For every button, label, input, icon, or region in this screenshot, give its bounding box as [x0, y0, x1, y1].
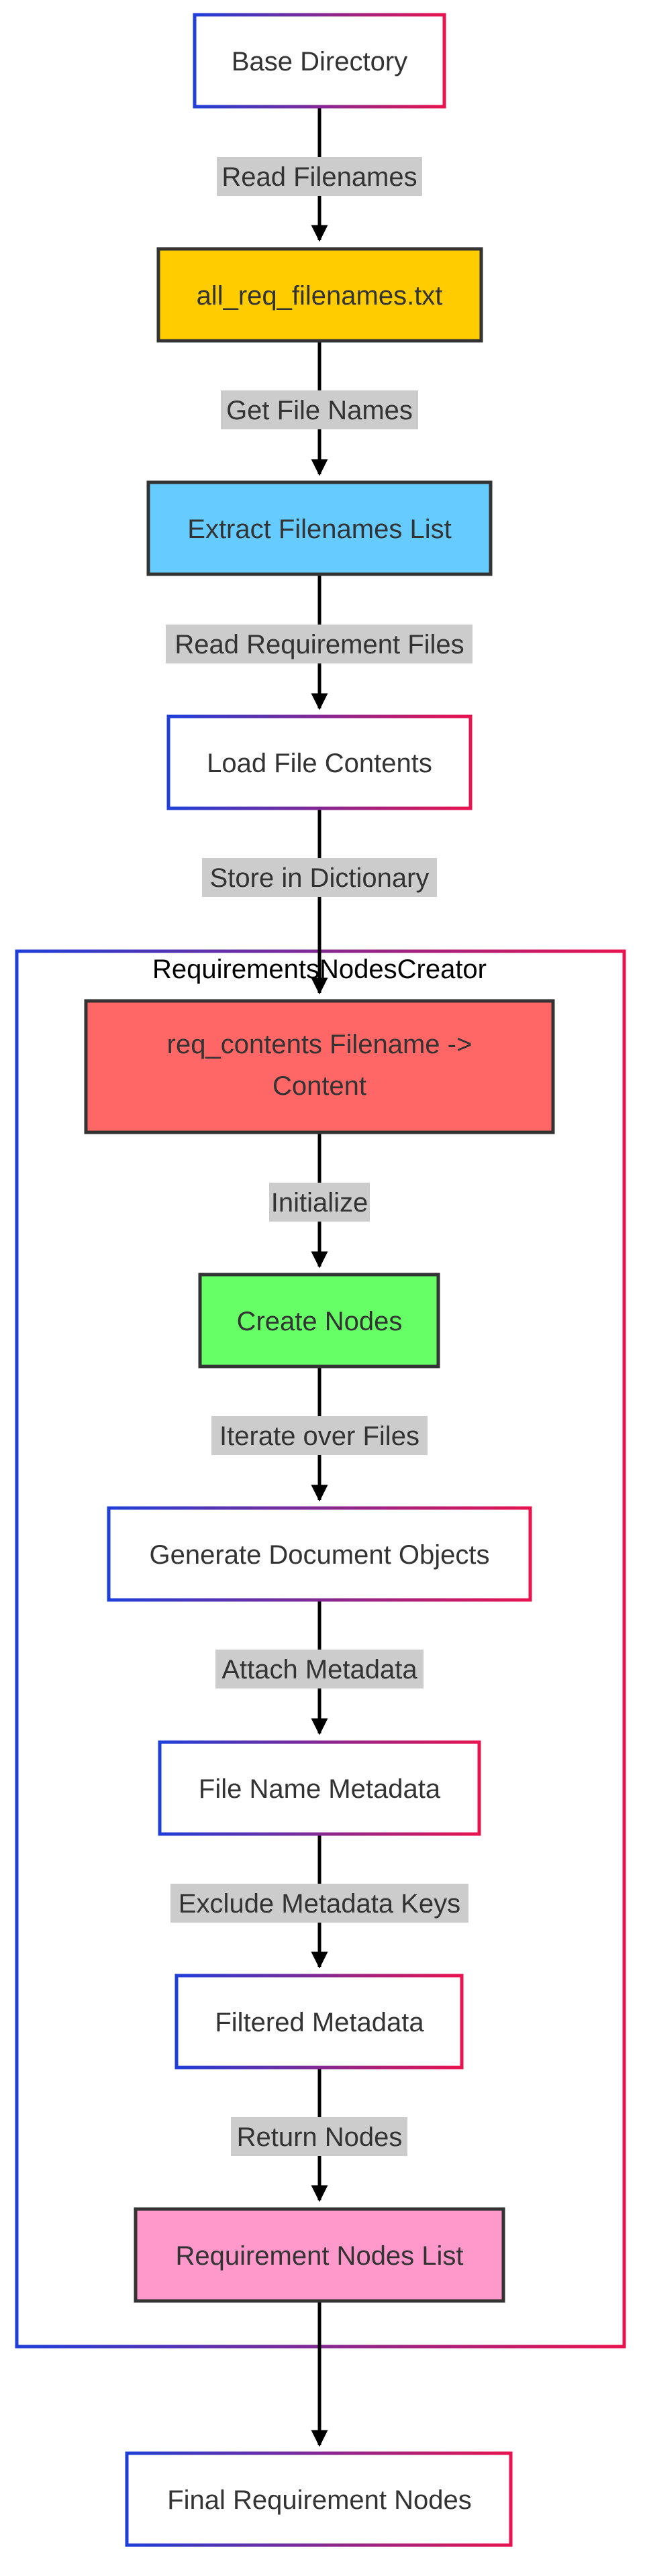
edge-label-store-in-dictionary: Store in Dictionary	[202, 858, 437, 897]
node-generate-document-objects-label: Generate Document Objects	[150, 1540, 490, 1570]
edge-label-return-nodes: Return Nodes	[231, 2117, 407, 2156]
node-filtered-metadata-label: Filtered Metadata	[215, 2008, 424, 2037]
node-all-req-filenames: all_req_filenames.txt	[156, 247, 483, 343]
edge-label-initialize-text: Initialize	[271, 1188, 368, 1218]
node-req-contents-label-line2: Content	[272, 1071, 366, 1101]
edge-label-attach-metadata: Attach Metadata	[215, 1650, 424, 1688]
edge-label-read-filenames: Read Filenames	[217, 157, 422, 196]
node-file-name-metadata-label: File Name Metadata	[199, 1774, 441, 1804]
node-requirement-nodes-list-label: Requirement Nodes List	[175, 2241, 463, 2271]
node-create-nodes: Create Nodes	[198, 1273, 440, 1368]
node-filtered-metadata: Filtered Metadata	[175, 1974, 464, 2070]
node-base-directory-label: Base Directory	[232, 47, 407, 76]
edge-label-iterate-over-files-text: Iterate over Files	[219, 1421, 419, 1451]
node-file-name-metadata: File Name Metadata	[158, 1740, 481, 1836]
edge-label-iterate-over-files: Iterate over Files	[211, 1416, 428, 1455]
edge-label-get-file-names: Get File Names	[221, 390, 418, 429]
edge-label-store-in-dictionary-text: Store in Dictionary	[210, 863, 430, 893]
node-load-file-contents-label: Load File Contents	[207, 749, 432, 778]
node-req-contents-label-line1: req_contents Filename ->	[167, 1030, 473, 1059]
node-final-requirement-nodes-label: Final Requirement Nodes	[167, 2485, 472, 2515]
edge-label-attach-metadata-text: Attach Metadata	[221, 1655, 417, 1684]
node-req-contents: req_contents Filename -> Content	[84, 999, 555, 1134]
edge-label-initialize: Initialize	[269, 1183, 370, 1222]
edge-label-read-filenames-text: Read Filenames	[221, 162, 417, 192]
edge-label-return-nodes-text: Return Nodes	[237, 2123, 403, 2152]
node-requirement-nodes-list: Requirement Nodes List	[134, 2207, 505, 2303]
cluster-title: RequirementsNodesCreator	[152, 955, 487, 984]
edge-label-get-file-names-text: Get File Names	[226, 396, 413, 425]
edge-label-read-requirement-files-text: Read Requirement Files	[175, 630, 464, 659]
node-create-nodes-label: Create Nodes	[237, 1307, 403, 1336]
edge-label-exclude-metadata-keys-text: Exclude Metadata Keys	[179, 1889, 460, 1919]
node-all-req-filenames-label: all_req_filenames.txt	[197, 281, 443, 311]
node-final-requirement-nodes: Final Requirement Nodes	[125, 2451, 513, 2547]
node-load-file-contents: Load File Contents	[166, 714, 473, 810]
edge-label-exclude-metadata-keys: Exclude Metadata Keys	[170, 1884, 468, 1923]
node-extract-filenames-list-label: Extract Filenames List	[187, 515, 451, 544]
edge-label-read-requirement-files: Read Requirement Files	[166, 625, 473, 663]
node-extract-filenames-list: Extract Filenames List	[146, 480, 493, 576]
node-generate-document-objects: Generate Document Objects	[107, 1506, 532, 1602]
node-base-directory: Base Directory	[193, 13, 446, 109]
